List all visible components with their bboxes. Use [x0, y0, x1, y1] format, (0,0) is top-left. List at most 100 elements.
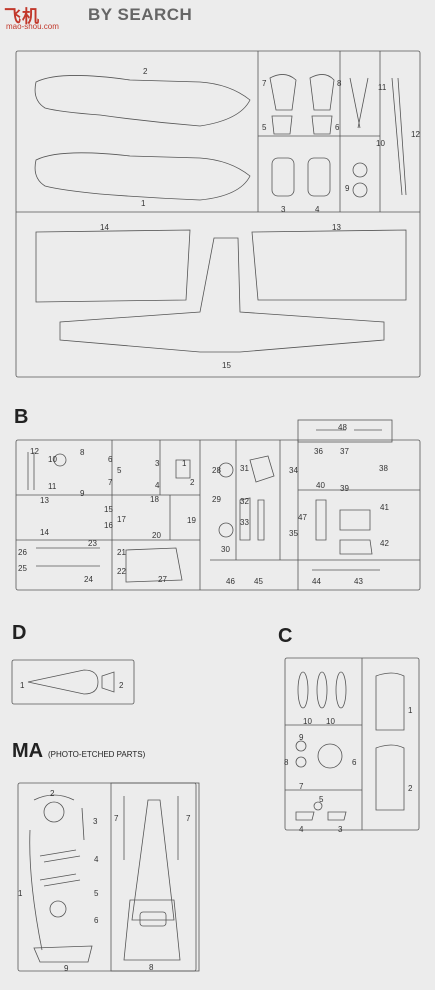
part-label-b-17: 19	[187, 516, 196, 525]
part-label-ma-4: 5	[94, 889, 99, 898]
part-label-a-4: 5	[262, 123, 267, 132]
section-b-title: B	[14, 406, 29, 428]
part-label-b-35: 48	[338, 423, 347, 432]
part-label-c-4: 8	[284, 758, 289, 767]
part-label-b-11: 4	[155, 481, 160, 490]
part-b27	[125, 547, 183, 583]
part-label-b-47: 43	[354, 577, 363, 586]
part-label-b-1: 10	[48, 455, 57, 464]
part-label-c-3: 9	[299, 733, 304, 742]
part-label-b-14: 18	[150, 495, 159, 504]
part-ma4	[39, 849, 81, 863]
part-label-c-1: 10	[303, 717, 312, 726]
part-label-b-3: 6	[108, 455, 113, 464]
part-label-ma-7: 7	[114, 814, 119, 823]
part-label-ma-3: 1	[18, 889, 23, 898]
part-label-c-2: 10	[326, 717, 335, 726]
part-c2	[375, 744, 405, 811]
part-label-b-15: 16	[104, 521, 113, 530]
part-label-a-7: 4	[315, 205, 320, 214]
part-label-a-1: 1	[141, 199, 146, 208]
part-label-b-23: 25	[18, 564, 27, 573]
part-label-a-10: 12	[411, 130, 420, 139]
part-label-ma-5: 6	[94, 916, 99, 925]
section-ma-title: MA (PHOTO-ETCHED PARTS)	[12, 740, 145, 763]
sprue-b-top-tab	[297, 419, 393, 443]
watermark-title: BY SEARCH	[88, 5, 193, 24]
section-ma-letter: MA	[12, 740, 43, 762]
part-label-b-45: 45	[254, 577, 263, 586]
part-label-a-2: 7	[262, 79, 267, 88]
sprue-d	[11, 659, 135, 705]
part-label-b-4: 5	[117, 466, 122, 475]
part-label-b-21: 26	[18, 548, 27, 557]
part-label-ma-9: 8	[149, 963, 154, 972]
wing-13	[251, 229, 407, 301]
part-label-b-24: 24	[84, 575, 93, 584]
sprue-c	[284, 657, 420, 831]
part-ma8-upper	[131, 799, 175, 921]
sprue-a	[15, 50, 421, 378]
part-label-b-31: 32	[240, 497, 249, 506]
watermark-url: mao-shou.com	[6, 22, 59, 31]
part-label-a-3: 8	[337, 79, 342, 88]
part-label-a-8: 11	[378, 83, 387, 92]
part-ma5	[39, 873, 81, 887]
part-label-b-39: 40	[316, 481, 325, 490]
part-label-b-37: 37	[340, 447, 349, 456]
part-d2	[101, 671, 115, 693]
wing-14	[35, 229, 191, 303]
part-ma1	[29, 829, 43, 951]
part-label-b-26: 27	[158, 575, 167, 584]
sprue-b-frame	[15, 439, 421, 591]
sprue-ma-right-panel	[110, 782, 200, 972]
sprue-a-frame	[15, 50, 421, 378]
part-label-a-13: 13	[332, 223, 341, 232]
section-d-title: D	[12, 622, 27, 644]
part-a11	[349, 77, 369, 129]
part-label-b-42: 47	[298, 513, 307, 522]
part-d1-canopy	[27, 669, 99, 695]
part-label-b-25: 22	[117, 567, 126, 576]
part-label-ma-0: 2	[50, 789, 55, 798]
fuselage-half-1	[34, 152, 251, 201]
part-label-b-16: 17	[117, 515, 126, 524]
part-label-b-18: 14	[40, 528, 49, 537]
part-label-b-30: 29	[212, 495, 221, 504]
part-label-b-2: 8	[80, 448, 85, 457]
part-c6	[317, 743, 343, 769]
part-label-a-14: 15	[222, 361, 231, 370]
part-label-b-43: 42	[380, 539, 389, 548]
part-label-d-1: 2	[119, 681, 124, 690]
section-ma-subtitle: (PHOTO-ETCHED PARTS)	[47, 750, 146, 759]
part-a3	[271, 157, 295, 197]
part-label-d-0: 1	[20, 681, 25, 690]
part-label-b-7: 2	[190, 478, 195, 487]
part-label-a-6: 3	[281, 205, 286, 214]
part-label-c-8: 2	[408, 784, 413, 793]
wing-15	[59, 237, 385, 353]
part-label-b-33: 35	[289, 529, 298, 538]
part-label-c-6: 7	[299, 782, 304, 791]
part-b31	[249, 455, 275, 483]
section-c-title: C	[278, 625, 293, 647]
sprue-ma	[17, 782, 200, 972]
part-label-b-19: 20	[152, 531, 161, 540]
part-ma9	[33, 945, 93, 963]
part-label-c-7: 5	[319, 795, 324, 804]
part-label-b-20: 23	[88, 539, 97, 548]
part-label-a-0: 2	[143, 67, 148, 76]
sprue-ma-frame	[17, 782, 197, 972]
sprue-d-frame	[11, 659, 135, 705]
part-label-b-40: 39	[340, 484, 349, 493]
part-label-b-10: 7	[108, 478, 113, 487]
part-label-c-0: 1	[408, 706, 413, 715]
part-label-b-38: 38	[379, 464, 388, 473]
part-label-b-0: 12	[30, 447, 39, 456]
watermark: 飞机 BY SEARCH mao-shou.com	[4, 2, 204, 32]
part-a12	[391, 77, 407, 196]
part-label-c-9: 4	[299, 825, 304, 834]
part-a7	[269, 74, 297, 111]
